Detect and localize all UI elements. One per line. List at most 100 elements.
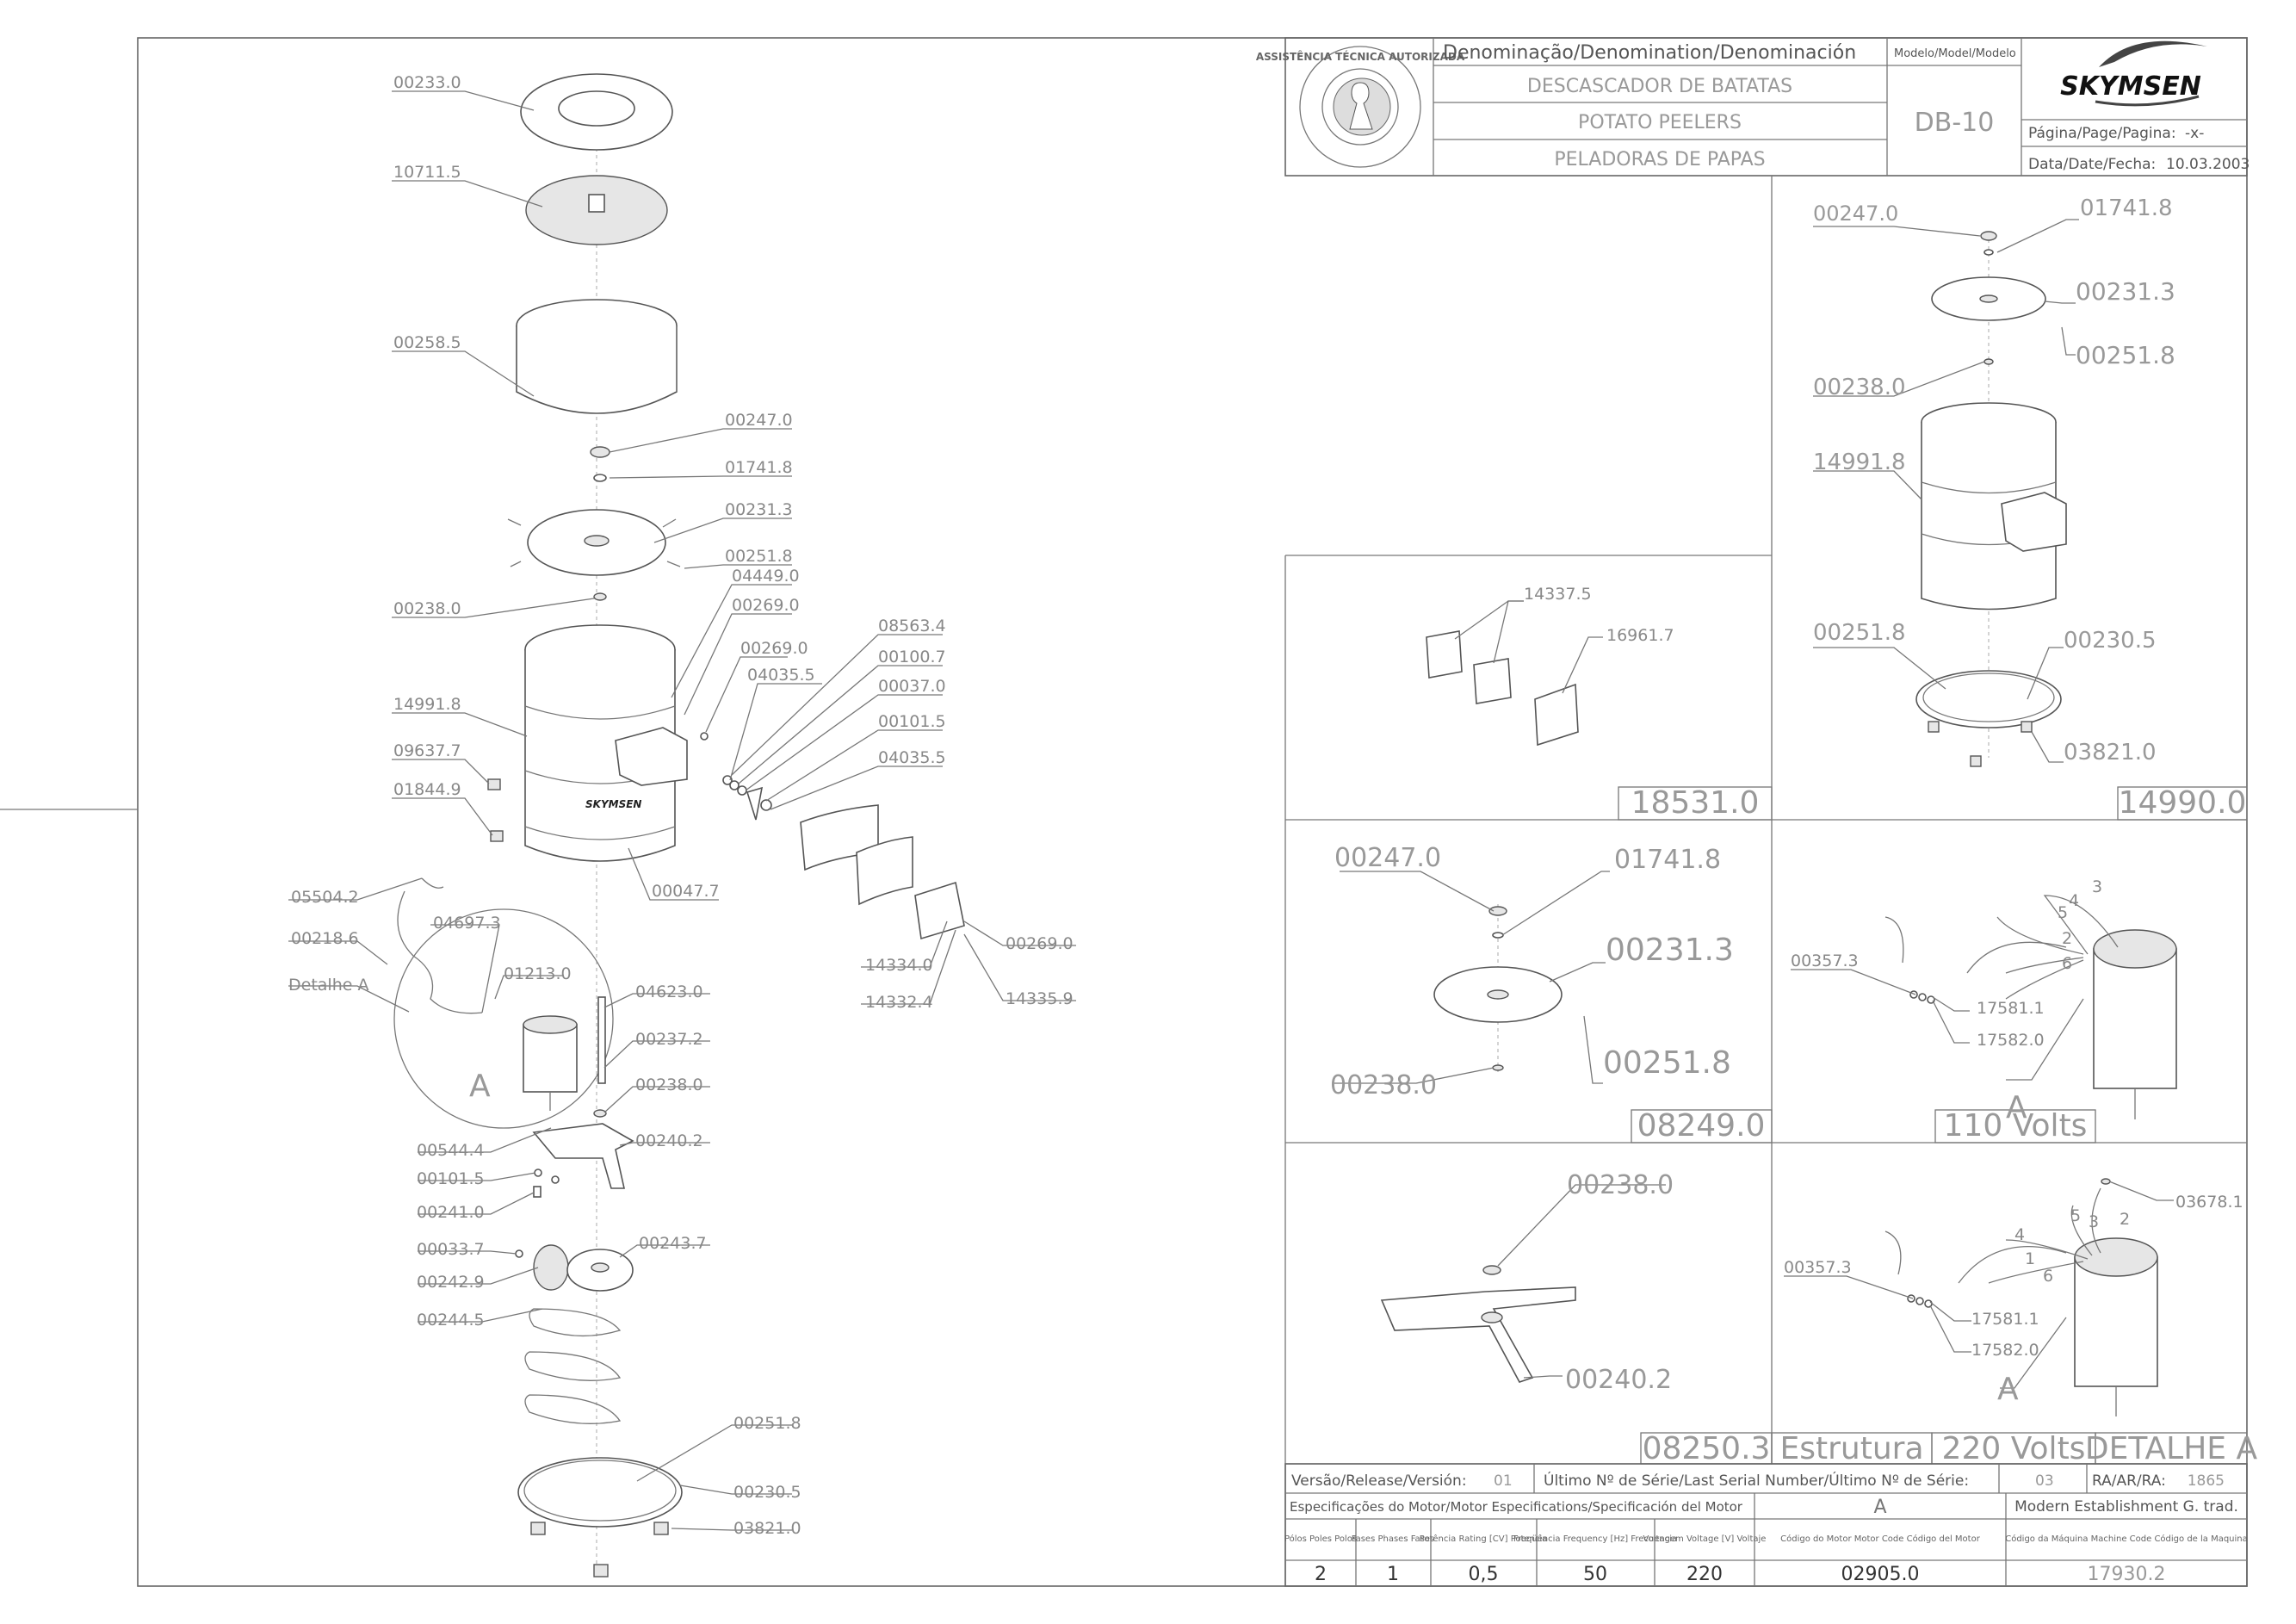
power-value: 0,5 (1469, 1564, 1499, 1585)
part-label: 00251.8 (725, 547, 793, 566)
panel-label: 03678.1 (2175, 1193, 2243, 1212)
panel-14990-code: 14990.0 (2119, 785, 2247, 821)
wire-label: 5 (2070, 1206, 2081, 1225)
title-pt: DESCASCADOR DE BATATAS (1527, 76, 1792, 97)
wire-label: 2 (2062, 929, 2072, 948)
panel-label: 17582.0 (1971, 1341, 2039, 1360)
main-leader-lines (288, 90, 1076, 1531)
part-label: 04449.0 (732, 567, 800, 586)
main-body-part: SKYMSEN (524, 624, 688, 862)
frequency-value: 50 (1583, 1564, 1607, 1585)
serial-label: Último Nº de Série/Last Serial Number/Úl… (1544, 1471, 1969, 1490)
belt-part (529, 1308, 622, 1337)
part-label: 05504.2 (291, 888, 359, 907)
part-label: 04035.5 (878, 748, 946, 767)
panel-label: 17581.1 (1977, 999, 2045, 1018)
seal-text: ASSISTÊNCIA TÉCNICA AUTORIZADA (1256, 50, 1465, 63)
title-en: POTATO PEELERS (1578, 112, 1742, 133)
part-label: Detalhe A (288, 976, 368, 995)
panel-08249-drawing (1334, 871, 1610, 1084)
detail-a-label: DETALHE A (2085, 1431, 2258, 1466)
part-label: 01213.0 (504, 964, 572, 983)
wire-label: 1 (2025, 1249, 2035, 1268)
establishment: Modern Establishment G. trad. (2014, 1498, 2238, 1516)
title-block: ASSISTÊNCIA TÉCNICA AUTORIZADA Denominaç… (1256, 37, 2250, 177)
panel-label: 00251.8 (1813, 620, 1906, 646)
part-label: 00230.5 (733, 1483, 801, 1502)
panel-08250-drawing (1380, 1184, 1666, 1383)
panel-14990-drawing (1813, 219, 2079, 767)
panel-label: 01741.8 (2080, 195, 2173, 221)
page-value: -x- (2185, 125, 2204, 142)
panel-08250-code: 08250.3 (1643, 1431, 1771, 1466)
main-part-labels: 00233.0 10711.5 00258.5 00247.0 01741.8 … (288, 73, 1074, 1538)
date-label: Data/Date/Fecha: (2028, 156, 2156, 173)
panel-18531-code: 18531.0 (1631, 785, 1760, 821)
wire-label: 4 (2069, 891, 2079, 910)
panel-label: 00251.8 (1603, 1045, 1731, 1081)
date-value: 10.03.2003 (2166, 156, 2250, 173)
part-label: 00544.4 (417, 1141, 485, 1160)
part-label: 14335.9 (1006, 989, 1074, 1008)
panel-110v-drawing (1791, 895, 2177, 1119)
wire-label: 3 (2092, 877, 2102, 896)
brand-text: SKYMSEN (2060, 71, 2201, 102)
main-exploded-view: SKYMSEN (393, 73, 965, 1578)
part-label: 00244.5 (417, 1311, 485, 1330)
motor-code-value: 02905.0 (1841, 1564, 1920, 1585)
voltage-value: 220 (1686, 1564, 1723, 1585)
panel-label: 00357.3 (1791, 951, 1859, 970)
wire-label: 4 (2014, 1225, 2025, 1244)
part-label: 00243.7 (639, 1234, 707, 1253)
part-label: 04697.3 (433, 914, 501, 933)
machine-code-value: 17930.2 (2088, 1564, 2166, 1585)
wire-label: 5 (2058, 903, 2068, 922)
detail-a-mark: A (469, 1069, 491, 1104)
motor-spec-label: Especificações do Motor/Motor Especifica… (1290, 1499, 1743, 1515)
part-label: 00241.0 (417, 1203, 485, 1222)
serial-value: 03 (2035, 1472, 2054, 1490)
motor-part (523, 1015, 578, 1111)
denomination-label: Denominação/Denomination/Denominación (1443, 42, 1856, 64)
panel-label: 00238.0 (1813, 375, 1906, 400)
drawing-border (137, 37, 2248, 1587)
col-poles: Pólos Poles Polos (1284, 1534, 1357, 1544)
phases-value: 1 (1387, 1564, 1399, 1585)
panel-label: 00238.0 (1330, 1070, 1437, 1100)
part-label: 14334.0 (865, 956, 933, 975)
poles-value: 2 (1315, 1564, 1327, 1585)
brand-logo: SKYMSEN (2060, 40, 2207, 107)
wire-label: 3 (2089, 1212, 2099, 1231)
ra-value: 1865 (2188, 1472, 2225, 1490)
panel-label: 16961.7 (1606, 626, 1674, 645)
panel-220v-drawing (1784, 1178, 2174, 1416)
part-label: 09637.7 (393, 741, 461, 760)
panel-label: 00247.0 (1813, 201, 1898, 226)
panel-08249-code: 08249.0 (1637, 1108, 1766, 1144)
part-label: 00247.0 (725, 411, 793, 430)
small-pulley-part (533, 1244, 569, 1291)
part-label: 00233.0 (393, 73, 461, 92)
part-label: 01741.8 (725, 458, 793, 477)
part-label: 00100.7 (878, 648, 946, 666)
panel-label: 17581.1 (1971, 1310, 2039, 1329)
col-frequency: Freqüência Frequency [Hz] Frecuencia (1513, 1534, 1677, 1544)
panel-label: 00247.0 (1334, 843, 1441, 873)
part-label: 00237.2 (635, 1030, 703, 1049)
part-label: 00037.0 (878, 677, 946, 696)
panel-label: 00357.3 (1784, 1258, 1852, 1277)
part-label: 00258.5 (393, 333, 461, 352)
part-label: 00047.7 (652, 882, 720, 901)
panel-18531-drawing (1426, 600, 1603, 747)
panel-label: 00238.0 (1567, 1170, 1674, 1200)
structure-label: Estrutura (1779, 1431, 1923, 1466)
part-label: 00231.3 (725, 500, 793, 519)
part-label: 14991.8 (393, 695, 461, 714)
abrasive-disc-part (525, 175, 668, 245)
part-label: 00269.0 (740, 639, 808, 658)
part-label: 04623.0 (635, 982, 703, 1001)
part-label: 00269.0 (1006, 934, 1074, 953)
wire-label: 2 (2120, 1210, 2130, 1229)
part-label: 01844.9 (393, 780, 461, 799)
part-label: 00251.8 (733, 1414, 801, 1433)
